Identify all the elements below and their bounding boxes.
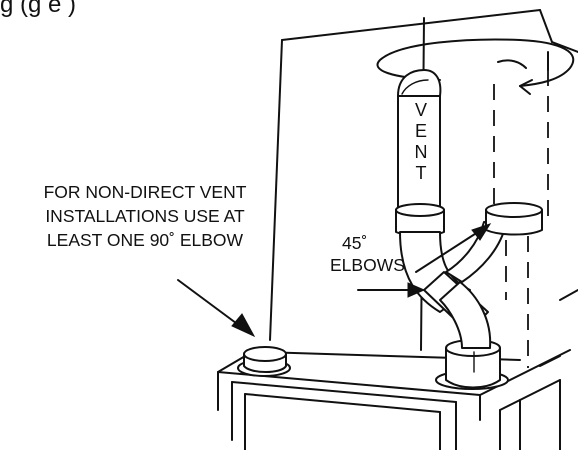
- elbows-word: ELBOWS: [330, 255, 405, 275]
- note-line-1: FOR NON-DIRECT VENT: [43, 182, 247, 202]
- vent-letter-n: N: [414, 142, 428, 162]
- rotation-arrow: [376, 38, 575, 95]
- dashed-pipe-outline: [493, 70, 549, 368]
- note-line-3: LEAST ONE 90˚ ELBOW: [46, 230, 244, 250]
- vent-letter-v: V: [414, 100, 427, 120]
- vent-letter-t: T: [415, 163, 427, 183]
- elbows-angle: 45˚: [342, 233, 368, 253]
- vent-cap-left: [237, 346, 291, 377]
- cut-off-header-text: g (g e ): [0, 0, 77, 18]
- note-line-2: INSTALLATIONS USE AT: [45, 206, 245, 226]
- elbows-arrow-lower: [357, 282, 426, 298]
- elbows-label: 45˚ ELBOWS: [330, 232, 420, 276]
- non-direct-vent-note: FOR NON-DIRECT VENT INSTALLATIONS USE AT…: [10, 180, 280, 252]
- note-arrow: [177, 279, 256, 338]
- furnace-base: [217, 349, 571, 450]
- elbows-arrow-upper: [415, 223, 492, 273]
- vent-letter-e: E: [414, 121, 427, 141]
- elbow-assembly: [399, 202, 543, 349]
- vent-pipe: [395, 69, 445, 238]
